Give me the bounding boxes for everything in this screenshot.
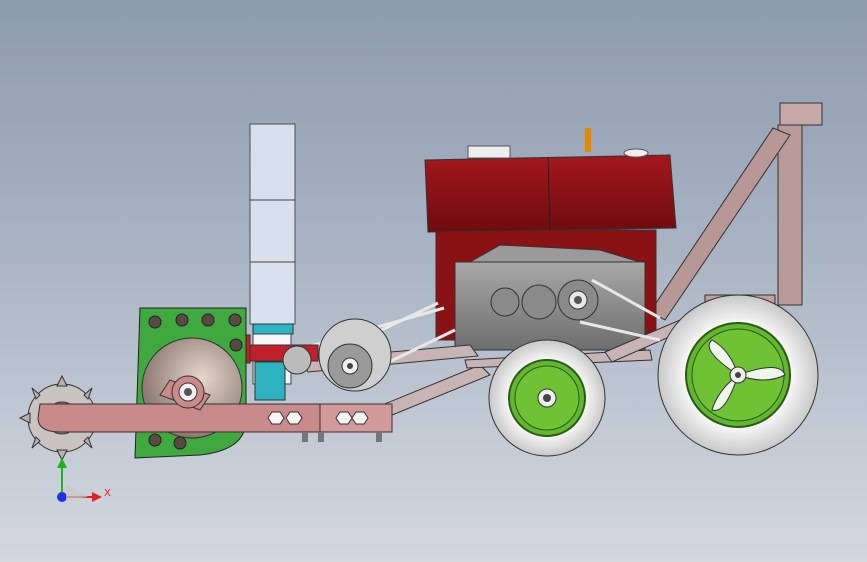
seed-hopper[interactable] [249,123,296,385]
handle-frame[interactable] [649,102,823,321]
front-drive-wheel[interactable] [488,339,606,457]
x-axis-label: X [104,488,111,499]
axis-triad-icon: X [57,458,111,502]
belt-pulleys[interactable] [282,318,392,392]
front-arm[interactable] [37,375,393,442]
rear-drive-wheel[interactable] [657,294,819,456]
gearbox[interactable] [454,244,646,351]
fuel-cap-icon [585,128,591,152]
